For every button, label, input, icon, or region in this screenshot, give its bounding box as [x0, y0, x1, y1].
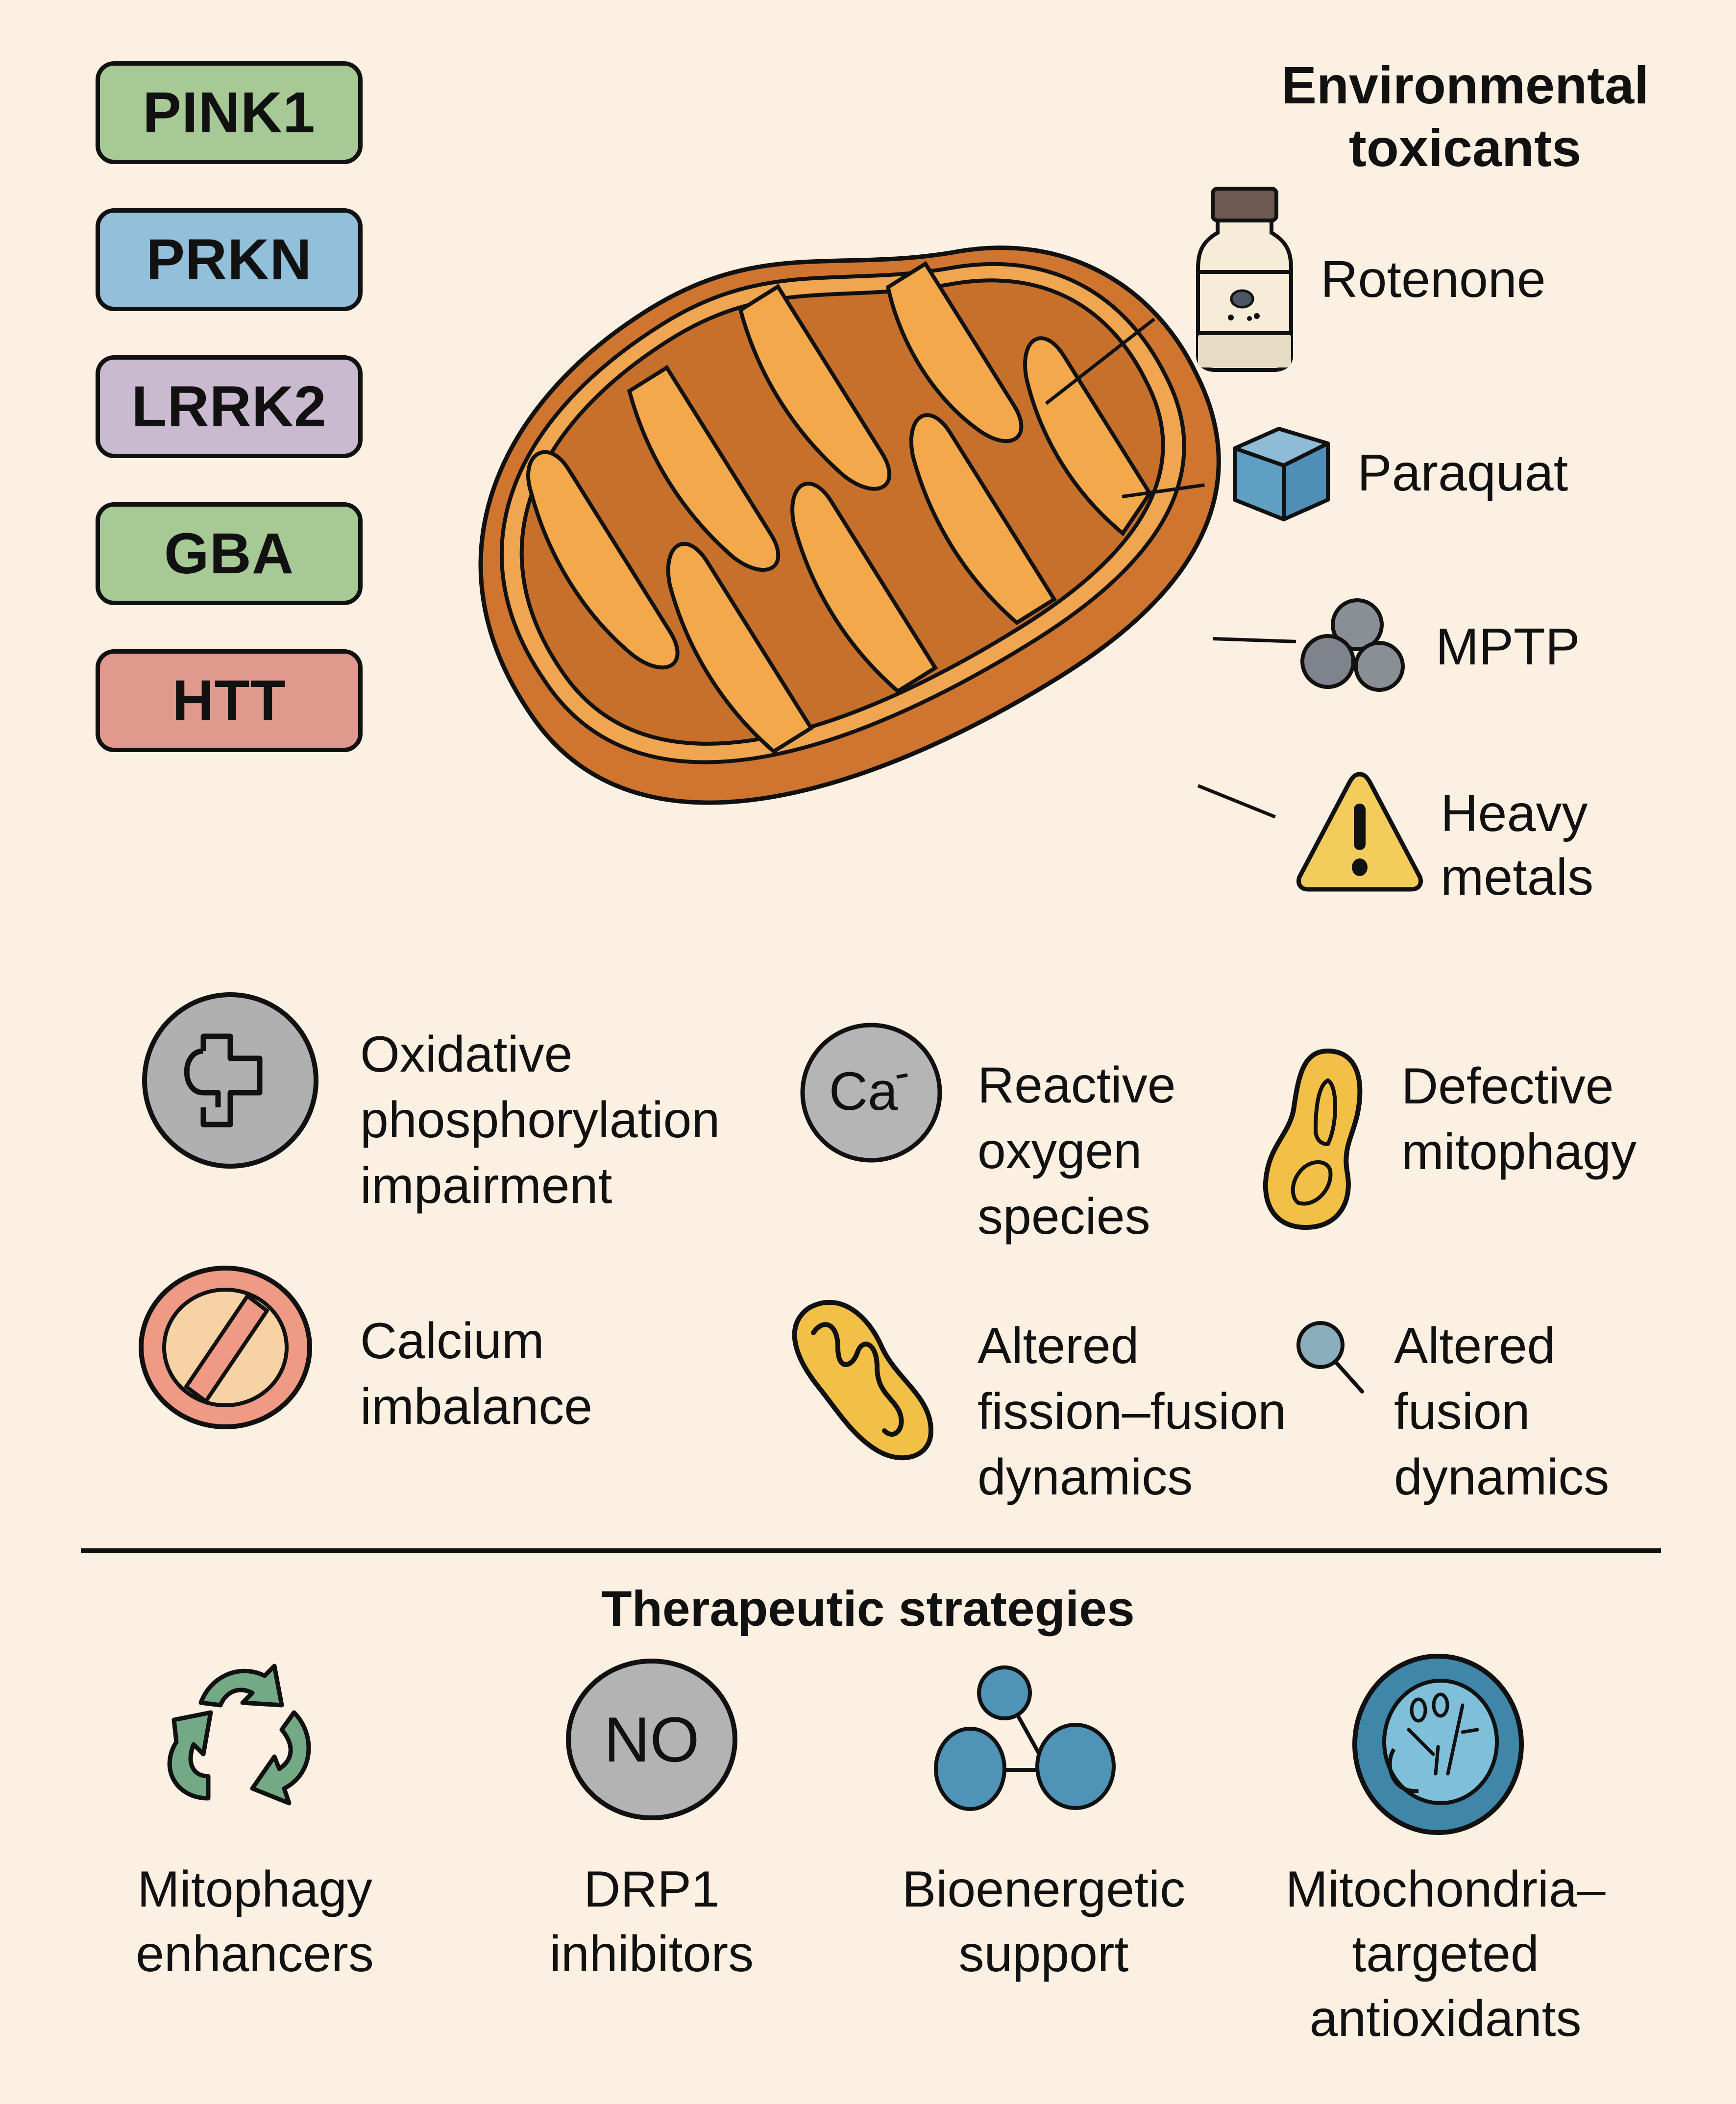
mech-line: Reactive — [978, 1057, 1176, 1114]
toxicants-title-line1: Environmental — [1281, 55, 1649, 115]
mech-line: Defective — [1401, 1058, 1614, 1115]
section-divider — [81, 1548, 1661, 1553]
therapy-label-bioenergetic: Bioenergetic support — [867, 1857, 1220, 1986]
mech-line: fission–fusion — [978, 1383, 1287, 1440]
gene-badge-htt: HTT — [96, 649, 363, 752]
defective-mitochondrion-icon — [1263, 1048, 1363, 1230]
svg-text:Ca: Ca — [829, 1061, 898, 1122]
mechanism-label-fission-fusion: Altered fission–fusion dynamics — [978, 1313, 1286, 1510]
mech-line: fusion — [1394, 1383, 1530, 1440]
therapy-label-antioxidants: Mitochondria– targeted antioxidants — [1245, 1857, 1646, 2051]
therapy-line: Mitophagy — [137, 1861, 372, 1918]
gene-badge-lrrk2: LRRK2 — [96, 355, 363, 458]
svg-text:NO: NO — [604, 1704, 700, 1775]
molecule-cluster-icon — [1300, 598, 1405, 692]
toxicants-title: Environmental toxicants — [1245, 54, 1686, 179]
therapy-line: antioxidants — [1309, 1990, 1582, 2047]
gene-badge-gba: GBA — [96, 502, 363, 605]
magnifier-icon — [1296, 1321, 1364, 1394]
mech-line: species — [978, 1188, 1150, 1245]
gene-label: PINK1 — [143, 80, 316, 145]
mitochondrion-icon — [792, 1300, 934, 1461]
therapy-line: Bioenergetic — [902, 1861, 1186, 1918]
mech-line: Altered — [1394, 1318, 1556, 1374]
oxphos-icon — [142, 992, 318, 1169]
gene-label: HTT — [172, 668, 286, 733]
therapy-title: Therapeutic strategies — [601, 1581, 1135, 1637]
mech-line: imbalance — [360, 1378, 593, 1435]
mech-line: dynamics — [978, 1449, 1193, 1506]
mech-line: Calcium — [360, 1313, 544, 1370]
mech-line: mitophagy — [1401, 1124, 1637, 1180]
therapy-line: inhibitors — [549, 1926, 754, 1982]
cristae — [526, 261, 1152, 754]
heavy-metals-line1: Heavy — [1441, 784, 1588, 842]
warning-icon — [1296, 772, 1423, 892]
bottle-icon — [1196, 187, 1293, 372]
mechanism-label-ros: Reactive oxygen species — [978, 1052, 1176, 1249]
molecule-icon — [934, 1665, 1116, 1811]
cube-icon — [1233, 427, 1330, 521]
mechanism-label-calcium: Calcium imbalance — [360, 1308, 592, 1440]
mechanism-label-oxphos: Oxidative phosphorylation impairment — [360, 1022, 720, 1219]
antioxidant-cell-icon — [1352, 1654, 1524, 1835]
therapy-line: targeted — [1352, 1926, 1539, 1982]
gene-badge-prkn: PRKN — [96, 208, 363, 311]
mech-line: impairment — [360, 1157, 612, 1214]
mechanism-label-fusion: Altered fusion dynamics — [1394, 1313, 1609, 1510]
therapy-line: enhancers — [136, 1926, 374, 1982]
calcium-ion-icon: Ca — [800, 1023, 942, 1163]
toxicant-label-heavy-metals: Heavy metals — [1441, 782, 1593, 909]
heavy-metals-line2: metals — [1441, 848, 1594, 906]
mechanism-label-mitophagy: Defective mitophagy — [1401, 1053, 1637, 1185]
toxicant-label-paraquat: Paraquat — [1357, 444, 1568, 502]
therapy-line: Mitochondria– — [1285, 1861, 1606, 1918]
gene-label: LRRK2 — [131, 374, 327, 439]
gene-badge-pink1: PINK1 — [96, 61, 363, 164]
therapy-line: DRP1 — [584, 1861, 720, 1918]
toxicants-title-line2: toxicants — [1348, 118, 1582, 177]
mech-line: oxygen — [978, 1123, 1142, 1179]
therapy-label-mitophagy: Mitophagy enhancers — [98, 1857, 412, 1986]
gene-label: GBA — [164, 521, 294, 586]
prohibited-icon — [139, 1266, 312, 1429]
toxicant-label-mptp: MPTP — [1436, 618, 1580, 676]
mech-line: Altered — [978, 1318, 1139, 1374]
mitochondrion-illustration — [478, 245, 1221, 805]
therapy-label-drp1: DRP1 inhibitors — [495, 1857, 808, 1986]
no-badge-icon: NO — [566, 1659, 737, 1820]
recycle-icon — [167, 1664, 311, 1806]
mech-line: dynamics — [1394, 1449, 1610, 1506]
therapy-line: support — [958, 1926, 1129, 1982]
gene-label: PRKN — [146, 227, 312, 292]
mech-line: phosphorylation — [360, 1092, 720, 1149]
mech-line: Oxidative — [360, 1026, 573, 1083]
toxicant-label-rotenone: Rotenone — [1320, 250, 1546, 308]
